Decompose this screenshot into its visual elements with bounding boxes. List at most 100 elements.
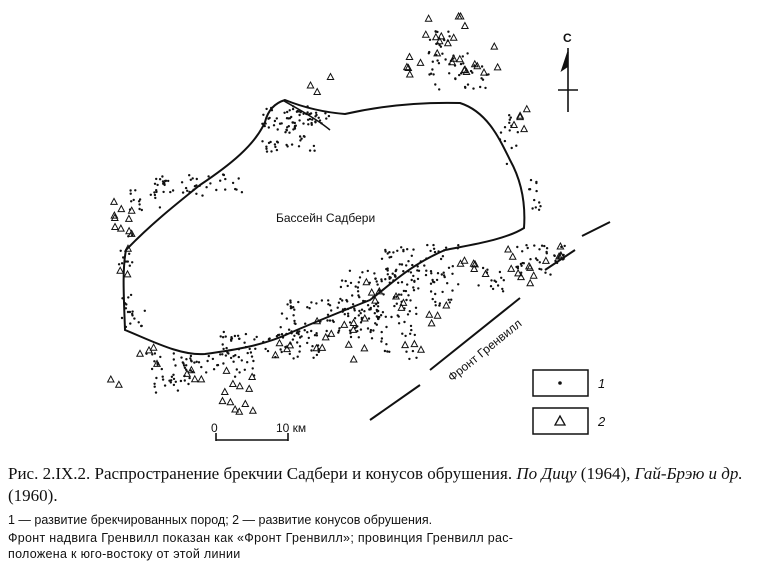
breccia-dot: [331, 319, 334, 322]
shatter-cone-triangle: [462, 67, 471, 75]
shatter-cone-triangle: [371, 296, 380, 304]
breccia-dot: [174, 380, 177, 383]
breccia-dot: [292, 357, 295, 360]
breccia-dot: [397, 322, 401, 325]
breccia-dot: [161, 175, 164, 178]
shatter-cone-triangle: [556, 250, 565, 259]
breccia-dot: [138, 203, 141, 206]
breccia-dot: [379, 314, 383, 317]
breccia-dot: [338, 327, 341, 330]
breccia-dot: [537, 208, 541, 211]
breccia-dot: [265, 107, 268, 111]
breccia-dot: [298, 113, 301, 117]
breccia-dot: [221, 343, 224, 346]
shatter-cone-triangle: [421, 30, 430, 38]
breccia-dot: [401, 332, 404, 335]
legend: 1 2: [532, 369, 606, 435]
shatter-cone-triangle: [481, 269, 490, 277]
breccia-dot: [327, 299, 330, 302]
shatter-cone-triangle: [360, 343, 369, 352]
breccia-dot: [155, 177, 158, 181]
breccia-dot: [232, 355, 235, 358]
breccia-dot: [545, 247, 549, 250]
breccia-dot: [539, 205, 542, 208]
shatter-cone-triangle: [424, 14, 433, 22]
shatter-cone-triangle: [123, 269, 132, 278]
breccia-dot: [172, 358, 175, 361]
shatter-cone-triangle: [526, 278, 535, 287]
breccia-dot: [122, 256, 125, 259]
breccia-dot: [231, 181, 235, 185]
north-label: С: [563, 31, 572, 45]
shatter-cone-triangle: [318, 343, 327, 351]
breccia-dot: [154, 391, 158, 394]
breccia-dot: [555, 261, 559, 265]
breccia-dot: [441, 255, 445, 258]
breccia-dot: [330, 309, 333, 312]
source-1-prefix: По: [516, 464, 538, 483]
breccia-dot: [402, 250, 405, 253]
breccia-dot: [314, 111, 318, 115]
breccia-dot: [273, 143, 277, 146]
breccia-dot: [380, 340, 383, 343]
breccia-dot: [306, 111, 309, 114]
breccia-dot: [193, 185, 197, 188]
breccia-dot: [291, 338, 295, 341]
breccia-dot: [526, 246, 529, 250]
legend-number-1: 1: [598, 376, 605, 391]
breccia-dot: [153, 360, 156, 363]
breccia-dot: [306, 105, 309, 108]
shatter-cone-triangle: [524, 261, 534, 270]
shatter-cone-triangle: [490, 42, 499, 50]
breccia-dot: [508, 121, 511, 125]
breccia-dot: [376, 283, 379, 286]
breccia-dot: [489, 285, 493, 288]
breccia-dot: [392, 251, 395, 254]
shatter-cone-triangle: [402, 62, 411, 71]
breccia-dot: [431, 68, 434, 71]
breccia-dot: [426, 243, 429, 247]
breccia-dot: [457, 283, 460, 286]
breccia-dot: [318, 119, 322, 122]
breccia-dot: [410, 254, 413, 257]
breccia-dot: [536, 258, 539, 262]
shatter-cone-triangle: [529, 271, 538, 279]
breccia-dot: [458, 73, 461, 77]
breccia-dot: [212, 368, 216, 371]
breccia-dot: [447, 298, 450, 301]
breccia-dot: [187, 382, 190, 386]
breccia-dot: [443, 38, 446, 42]
front-note-line-2: положена к юго-востоку от этой линии: [8, 547, 241, 561]
breccia-dot: [186, 189, 189, 192]
source-2-year: (1960).: [8, 486, 58, 505]
breccia-dot: [432, 243, 435, 247]
breccia-dot: [413, 333, 416, 337]
breccia-dot: [293, 127, 297, 130]
front-note: Фронт надвига Гренвилл показан как «Фрон…: [8, 530, 758, 562]
breccia-dot: [493, 279, 496, 282]
breccia-dot: [400, 246, 403, 249]
breccia-dot: [439, 45, 443, 48]
breccia-dot: [207, 354, 210, 358]
breccia-dot: [310, 123, 313, 127]
breccia-dot: [380, 330, 383, 334]
breccia-dot: [248, 347, 251, 351]
breccia-dot: [348, 269, 352, 272]
breccia-dot: [137, 321, 140, 324]
breccia-dot: [292, 314, 295, 317]
breccia-dot: [131, 234, 134, 237]
shatter-cone-triangle: [235, 407, 244, 415]
breccia-dot: [487, 73, 490, 76]
breccia-dot: [356, 329, 359, 333]
breccia-dot: [388, 275, 391, 279]
breccia-dot: [308, 112, 312, 116]
breccia-dot: [354, 285, 357, 288]
breccia-dot: [176, 389, 180, 392]
breccia-dot: [503, 126, 507, 129]
shatter-cone-triangle: [399, 298, 408, 306]
breccia-dot: [409, 271, 413, 274]
grenville-front-line: [369, 221, 611, 421]
breccia-dot: [243, 368, 246, 371]
breccia-dot: [409, 332, 412, 335]
breccia-dot: [262, 113, 265, 117]
